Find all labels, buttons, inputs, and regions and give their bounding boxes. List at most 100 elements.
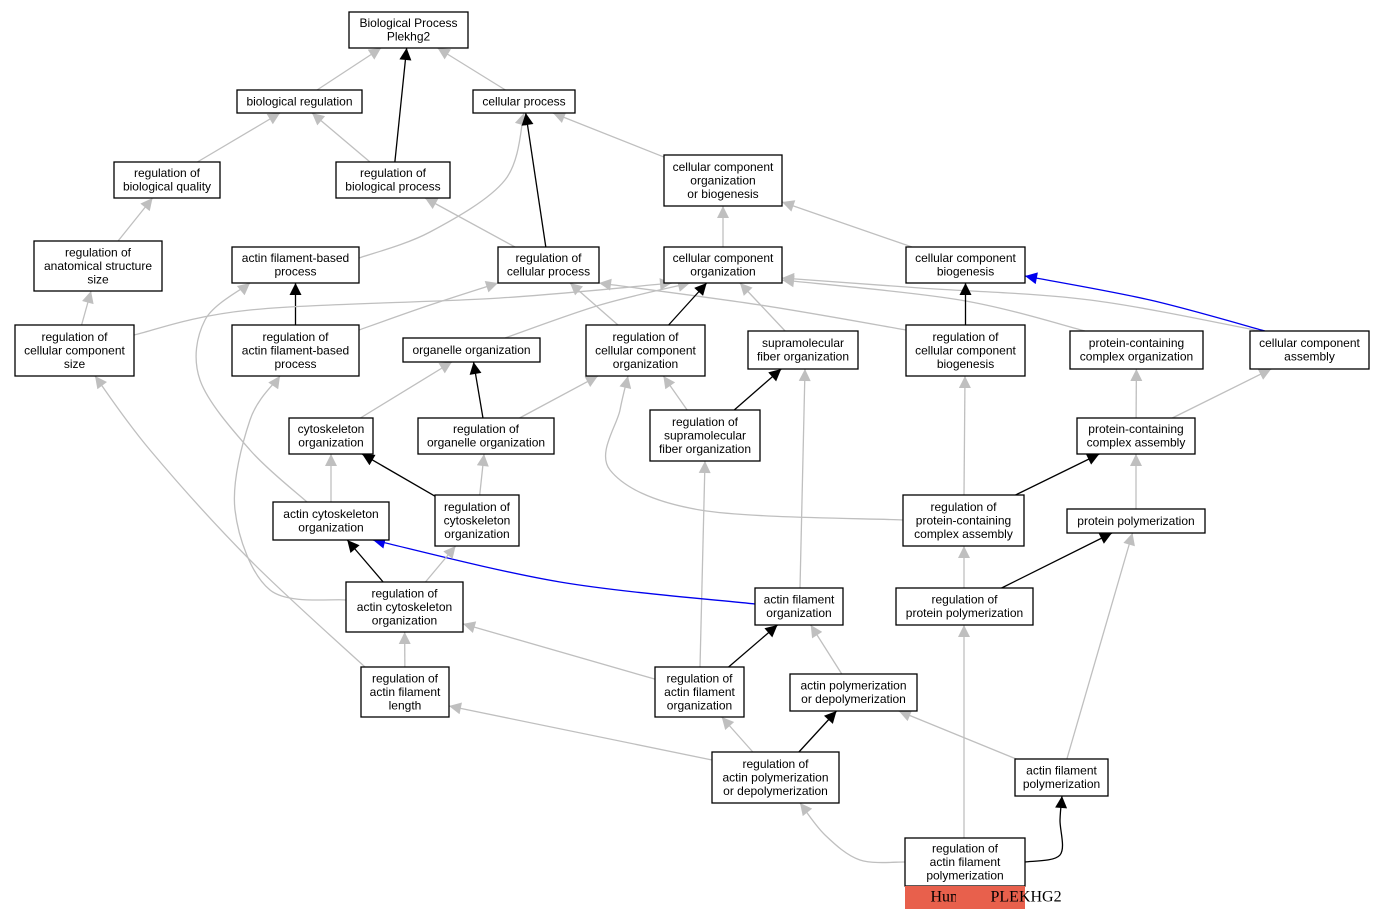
term-label-line: or depolymerization [723, 784, 828, 798]
term-box [663, 154, 783, 207]
edge-regulation-of-cellular-component-size-to-regulation-of-anatomical-structure-size [80, 290, 94, 326]
edge-regulation-of-supramolecular-fiber-organization-to-supramolecular-fiber-organization [733, 368, 782, 411]
term-label-line: size [64, 357, 86, 371]
edge-regulation-of-biological-process-to-biological-regulation [311, 112, 371, 163]
term-box [902, 494, 1025, 547]
term-box [348, 11, 469, 49]
term-label-line: organization [372, 613, 437, 627]
edge-regulation-of-organelle-organization-to-regulation-of-cellular-component-organization [519, 375, 599, 419]
term-label-line: protein-containing [1088, 422, 1183, 436]
term-box [1249, 330, 1370, 370]
term-label-line: size [87, 272, 109, 286]
term-label-line: organization [444, 527, 509, 541]
edge-actin-polymerization-or-depolymerization-to-actin-filament-organization [810, 624, 843, 675]
term-label-line: or biogenesis [687, 187, 758, 201]
gene-label: PLEKHG2 [991, 889, 1062, 906]
term-box [649, 409, 761, 462]
term-label-line: cellular component [673, 160, 774, 174]
term-node-organelle-organization[interactable]: organelle organization [402, 337, 541, 363]
term-label-line: biogenesis [937, 265, 994, 279]
edge-regulation-of-actin-polymerization-or-depolymerization-to-regulation-of-actin-filament-organization [721, 716, 754, 753]
term-node-cellular-process[interactable]: cellular process [472, 89, 576, 114]
term-box [1014, 758, 1109, 797]
term-label-line: regulation of [134, 166, 201, 180]
edge-protein-containing-complex-assembly-to-cellular-component-assembly [1172, 368, 1272, 419]
edge-regulation-of-actin-filament-polymerization-to-regulation-of-actin-polymerization-or-depolymerization [799, 802, 906, 864]
term-label-line: actin filament-based [242, 343, 349, 357]
edge-regulation-of-actin-filament-organization-to-actin-filament-organization [728, 624, 778, 668]
term-label-line: complex organization [1080, 350, 1193, 364]
term-label-line: assembly [1284, 350, 1335, 364]
edge-regulation-of-cellular-process-to-regulation-of-biological-process [424, 197, 516, 248]
term-node-biological-regulation[interactable]: biological regulation [236, 89, 363, 114]
term-box [905, 324, 1026, 377]
edge-regulation-of-actin-cytoskeleton-organization-to-actin-cytoskeleton-organization [346, 539, 384, 583]
term-label-line: actin polymerization [722, 770, 828, 784]
term-label-line: actin filament [764, 593, 835, 607]
edge-regulation-of-actin-cytoskeleton-organization-to-regulation-of-cytoskeleton-organization [424, 545, 457, 583]
edge-cellular-component-biogenesis-to-cellular-component-organization-or-biogenesis [781, 200, 913, 248]
term-label-line: regulation of [372, 671, 439, 685]
term-label-line: organelle organization [412, 343, 530, 357]
edge-regulation-of-protein-containing-complex-assembly-to-protein-containing-complex-assembly [1015, 453, 1100, 496]
term-box [472, 89, 576, 114]
edge-organelle-organization-to-cellular-component-organization [504, 280, 691, 339]
term-label-line: biological process [345, 180, 440, 194]
edge-cellular-component-assembly-to-cellular-component-biogenesis [1024, 272, 1266, 332]
term-label-line: regulation of [932, 330, 999, 344]
term-label-line: biological quality [123, 180, 211, 194]
term-box [434, 494, 520, 547]
term-label-line: cellular component [1259, 336, 1360, 350]
edge-regulation-of-organelle-organization-to-organelle-organization [469, 361, 484, 419]
term-box [895, 587, 1034, 626]
term-label-line: protein polymerization [906, 606, 1023, 620]
term-box [789, 673, 918, 712]
term-label-line: organization [690, 265, 755, 279]
term-label-line: organization [298, 436, 363, 450]
term-node-protein-polymerization[interactable]: protein polymerization [1066, 508, 1206, 534]
edge-regulation-of-actin-filament-organization-to-regulation-of-actin-cytoskeleton-organization [462, 621, 656, 680]
edge-supramolecular-fiber-organization-to-cellular-component-organization [739, 282, 786, 332]
term-box [1069, 330, 1204, 370]
term-label-line: regulation of [515, 251, 582, 265]
term-box [345, 581, 464, 633]
term-label-line: protein-containing [916, 513, 1011, 527]
edge-cellular-component-organization-or-biogenesis-to-cellular-process [552, 111, 665, 158]
term-label-line: polymerization [926, 868, 1003, 882]
term-box [1066, 508, 1206, 534]
edge-protein-containing-complex-organization-to-cellular-component-organization [781, 275, 1086, 332]
term-label-line: supramolecular [762, 336, 844, 350]
